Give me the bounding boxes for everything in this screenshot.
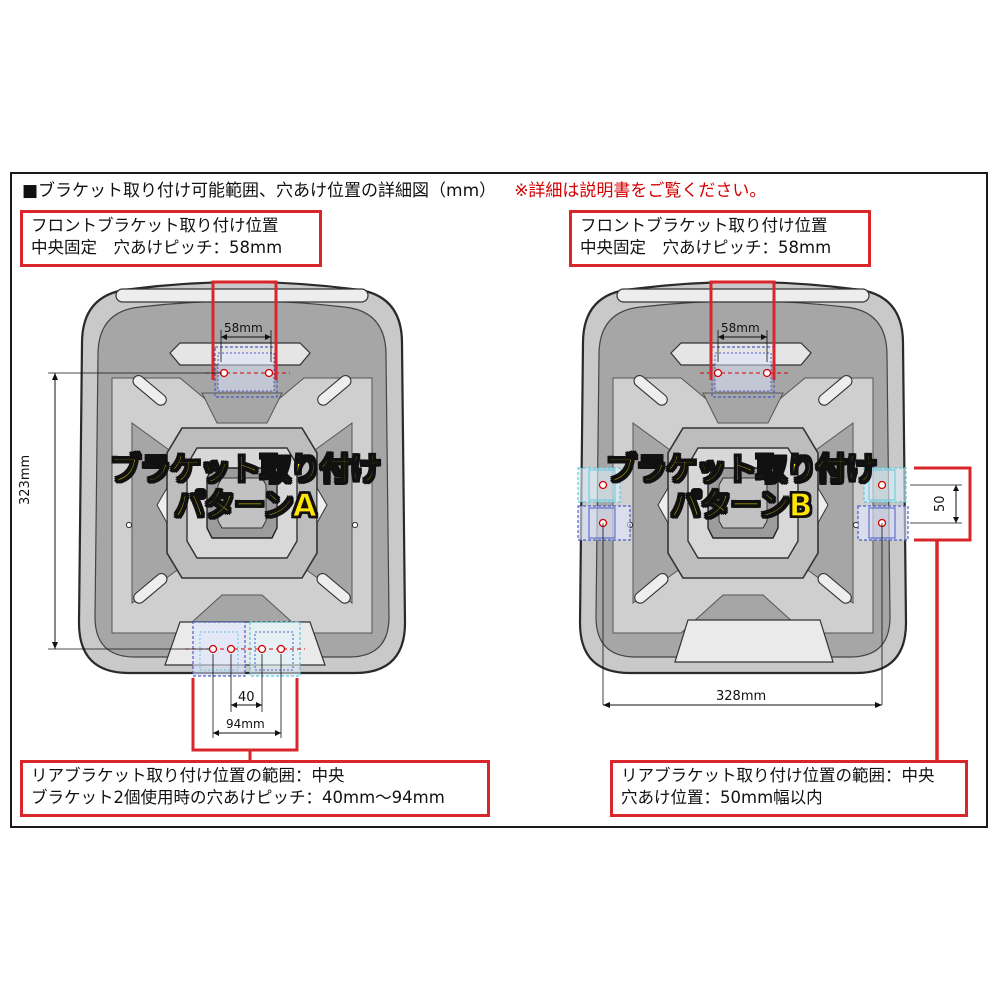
pattern-a-rear-note: リアブラケット取り付け位置の範囲：中央 ブラケット2個使用時の穴あけピッチ：40… (20, 760, 490, 817)
pattern-b-carrier (577, 280, 972, 762)
pattern-a-rear-hole-1 (208, 644, 218, 654)
pattern-b-side-hole-left-upper (598, 480, 608, 490)
pattern-a-rear-hole-4 (276, 644, 286, 654)
pattern-a-rear-hole-2 (226, 644, 236, 654)
pattern-b-rear-note-line2: 穴あけ位置：50mm幅以内 (621, 788, 823, 807)
pattern-b-title-line1: ブラケット取り付け (605, 451, 877, 488)
pattern-a-carrier (48, 280, 407, 762)
pattern-b-front-hole-left (713, 368, 723, 378)
diagram-frame (10, 172, 988, 828)
pattern-a-rear-hole-3 (257, 644, 267, 654)
pattern-b-front-note-line1: フロントブラケット取り付け位置 (580, 216, 828, 235)
pattern-a-58-label: 58mm (224, 321, 263, 335)
pattern-b-title-line2: パターンB (670, 487, 813, 524)
pattern-b-front-note: フロントブラケット取り付け位置 中央固定 穴あけピッチ：58mm (569, 210, 871, 267)
pattern-b-front-note-line2: 中央固定 穴あけピッチ：58mm (580, 238, 832, 257)
pattern-a-front-note-line2: 中央固定 穴あけピッチ：58mm (31, 238, 283, 257)
pattern-a-40-label: 40 (238, 690, 255, 705)
pattern-b-front-red-bracket (709, 280, 776, 380)
pattern-a-front-note: フロントブラケット取り付け位置 中央固定 穴あけピッチ：58mm (20, 210, 322, 267)
pattern-b-328-label: 328mm (716, 689, 767, 704)
pattern-a-front-hole-right (264, 368, 274, 378)
pattern-b-50-label: 50 (933, 495, 948, 512)
pattern-a-front-note-line1: フロントブラケット取り付け位置 (31, 216, 279, 235)
pattern-a-front-red-bracket (211, 280, 278, 380)
pattern-b-rear-note: リアブラケット取り付け位置の範囲：中央 穴あけ位置：50mm幅以内 (610, 760, 968, 817)
pattern-a-title-line1: ブラケット取り付け (109, 451, 381, 488)
pattern-a-323-label: 323mm (18, 454, 33, 505)
pattern-a-rear-red-bracket (191, 678, 299, 752)
pattern-b-rear-note-line1: リアブラケット取り付け位置の範囲：中央 (621, 766, 935, 785)
pattern-a-rear-note-line1: リアブラケット取り付け位置の範囲：中央 (31, 766, 345, 785)
pattern-b-side-red-bracket (914, 466, 972, 542)
pattern-a-title-line2: パターンA (174, 487, 318, 524)
heading-title: ■ブラケット取り付け可能範囲、穴あけ位置の詳細図（mm） (22, 181, 497, 201)
pattern-a-title: ブラケット取り付け パターンA (109, 451, 381, 524)
heading-note: ※詳細は説明書をご覧ください。 (514, 181, 767, 201)
pattern-b-side-bracket-right-lower (857, 505, 909, 541)
pattern-b-rear-cutout (674, 619, 834, 663)
pattern-a-rear-note-line2: ブラケット2個使用時の穴あけピッチ：40mm〜94mm (31, 788, 445, 807)
pattern-b-front-hole-right (762, 368, 772, 378)
diagram-heading: ■ブラケット取り付け可能範囲、穴あけ位置の詳細図（mm） ※詳細は説明書をご覧くだ… (22, 176, 766, 201)
pattern-b-side-hole-right-upper (877, 480, 887, 490)
pattern-b-title: ブラケット取り付け パターンB (605, 451, 877, 524)
pattern-b-58-label: 58mm (721, 321, 760, 335)
pattern-a-94-label: 94mm (226, 717, 265, 731)
